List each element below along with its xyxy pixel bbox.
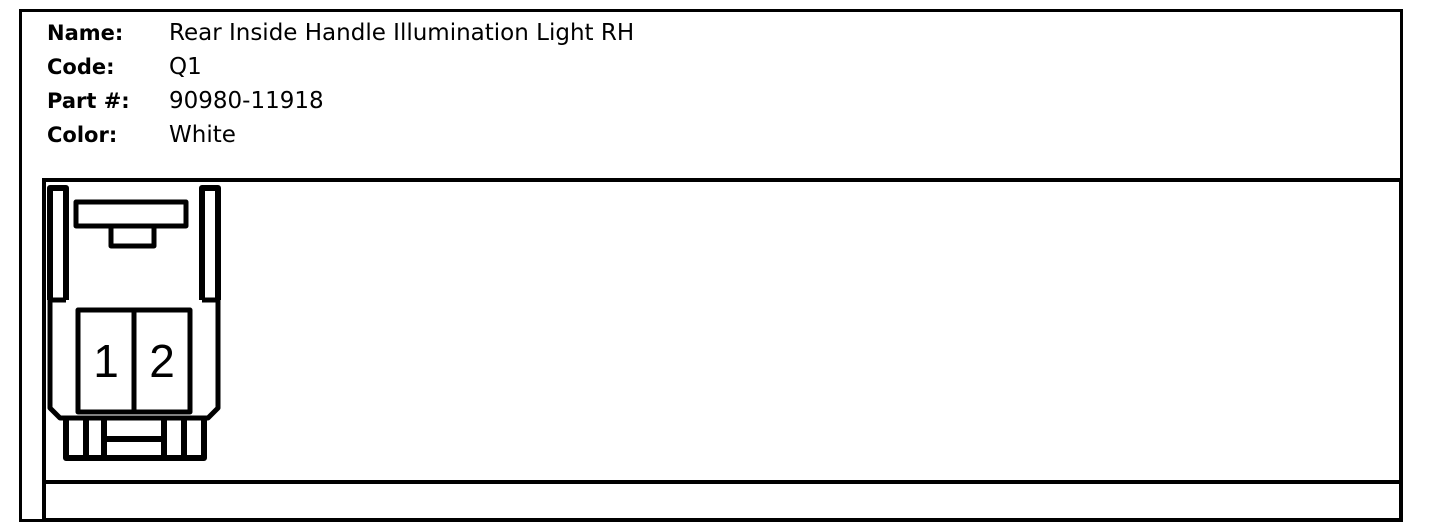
lock-bar	[73, 199, 189, 229]
connector-diagram-panel	[42, 178, 1403, 484]
color-label: Color:	[47, 123, 118, 147]
part-value: 90980-11918	[169, 88, 324, 114]
lock-tab	[108, 226, 157, 249]
footer-panel	[42, 480, 1403, 522]
right-latch	[199, 185, 221, 300]
left-latch	[47, 185, 69, 300]
part-label: Part #:	[47, 89, 130, 113]
color-value: White	[169, 122, 236, 148]
connector-body	[47, 297, 221, 421]
connector-face-diagram: 1 2	[47, 185, 221, 461]
name-label: Name:	[47, 21, 124, 45]
bottom-tabs	[63, 418, 207, 461]
code-label: Code:	[47, 55, 115, 79]
name-value: Rear Inside Handle Illumination Light RH	[169, 20, 635, 46]
pin-2-label: 2	[149, 335, 175, 387]
code-value: Q1	[169, 54, 202, 80]
pin-1-label: 1	[93, 335, 119, 387]
